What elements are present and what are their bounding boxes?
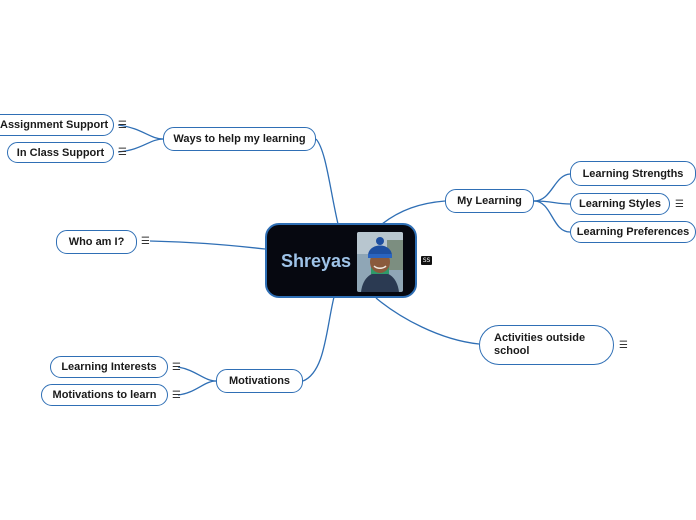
node-who-am-i[interactable]: Who am I?: [56, 230, 137, 254]
initials-tag[interactable]: SS: [421, 256, 432, 265]
node-ways-to-help[interactable]: Ways to help my learning: [163, 127, 316, 151]
notes-icon[interactable]: ☰: [118, 120, 127, 131]
notes-icon[interactable]: ☰: [141, 236, 150, 247]
node-label: Learning Styles: [579, 198, 661, 210]
node-motivations[interactable]: Motivations: [216, 369, 303, 393]
node-activities-outside-school[interactable]: Activities outside school: [479, 325, 614, 365]
notes-icon[interactable]: ☰: [118, 147, 127, 158]
node-label: Motivations to learn: [52, 389, 157, 401]
node-my-learning[interactable]: My Learning: [445, 189, 534, 213]
profile-photo: [357, 232, 403, 292]
notes-icon[interactable]: ☰: [619, 340, 628, 351]
node-label: Learning Preferences: [576, 226, 690, 238]
node-learning-strengths[interactable]: Learning Strengths: [570, 161, 696, 186]
node-learning-styles[interactable]: Learning Styles: [570, 193, 670, 215]
notes-icon[interactable]: ☰: [172, 390, 181, 401]
node-learning-interests[interactable]: Learning Interests: [50, 356, 168, 378]
node-motivations-to-learn[interactable]: Motivations to learn: [41, 384, 168, 406]
node-learning-preferences[interactable]: Learning Preferences: [570, 221, 696, 243]
node-label: Assignment Support: [0, 119, 109, 131]
notes-icon[interactable]: ☰: [675, 199, 684, 210]
node-in-class-support[interactable]: In Class Support: [7, 142, 114, 163]
node-label: Learning Strengths: [582, 167, 684, 180]
node-label: Activities outside school: [494, 332, 586, 357]
node-label: My Learning: [457, 195, 522, 207]
node-label: Who am I?: [68, 236, 125, 248]
node-assignment-support[interactable]: Assignment Support: [0, 114, 114, 136]
node-label: Motivations: [228, 375, 291, 387]
node-label: Learning Interests: [61, 361, 157, 373]
central-topic-title: Shreyas: [281, 251, 352, 271]
central-topic[interactable]: Shreyas: [265, 223, 417, 298]
notes-icon[interactable]: ☰: [172, 362, 181, 373]
node-label: In Class Support: [16, 146, 105, 159]
node-label: Ways to help my learning: [173, 133, 306, 145]
